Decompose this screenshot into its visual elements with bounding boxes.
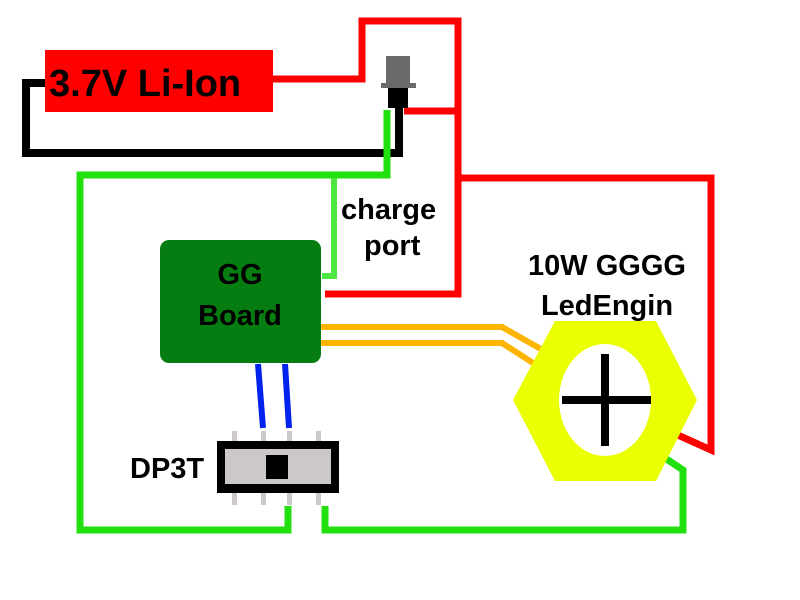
wire-port-positive-to-led — [458, 174, 715, 456]
switch-pin — [287, 492, 292, 505]
switch-pin — [261, 431, 266, 444]
wire-board-ground — [322, 178, 337, 279]
battery-body — [45, 50, 273, 112]
crosshair-icon — [562, 354, 651, 446]
gg-board-label-line1: GG — [217, 259, 262, 291]
wire-port-positive-to-board — [325, 107, 462, 298]
wire-board-to-led-a — [320, 324, 557, 360]
charge-port-flange — [381, 83, 416, 88]
battery: 3.7V Li-Ion — [45, 50, 273, 112]
switch-pin — [287, 431, 292, 444]
wire-switch-to-led-ground — [321, 449, 687, 534]
led-label-line2: LedEngin — [541, 290, 673, 322]
wire-battery-negative-to-port — [22, 79, 403, 157]
gg-board: GG Board — [160, 240, 321, 363]
dp3t-switch: DP3T — [130, 431, 339, 505]
switch-label: DP3T — [130, 453, 204, 485]
switch-pin — [261, 492, 266, 505]
led-module: 10W GGGG LedEngin — [513, 250, 697, 481]
charge-port-label-line2: port — [364, 230, 421, 262]
charge-port-label-line1: charge — [341, 194, 436, 226]
wire-switch-to-board-b — [282, 363, 292, 429]
switch-pin — [316, 431, 321, 444]
charge-port: charge port — [341, 56, 436, 262]
led-label-line1: 10W GGGG — [528, 250, 686, 282]
charge-port-body — [388, 88, 408, 108]
gg-board-body — [160, 240, 321, 363]
switch-pin — [232, 431, 237, 444]
wire-board-to-led-b — [320, 340, 549, 375]
switch-pin — [232, 492, 237, 505]
wire-battery-positive-to-port — [272, 17, 462, 110]
charge-port-cap — [386, 56, 410, 83]
battery-label: 3.7V Li-Ion — [49, 63, 241, 105]
switch-pin — [316, 492, 321, 505]
gg-board-label-line2: Board — [198, 300, 282, 332]
wire-switch-to-board-a — [255, 363, 266, 429]
wire-port-ground-loop — [76, 110, 391, 534]
switch-slider — [266, 455, 288, 479]
